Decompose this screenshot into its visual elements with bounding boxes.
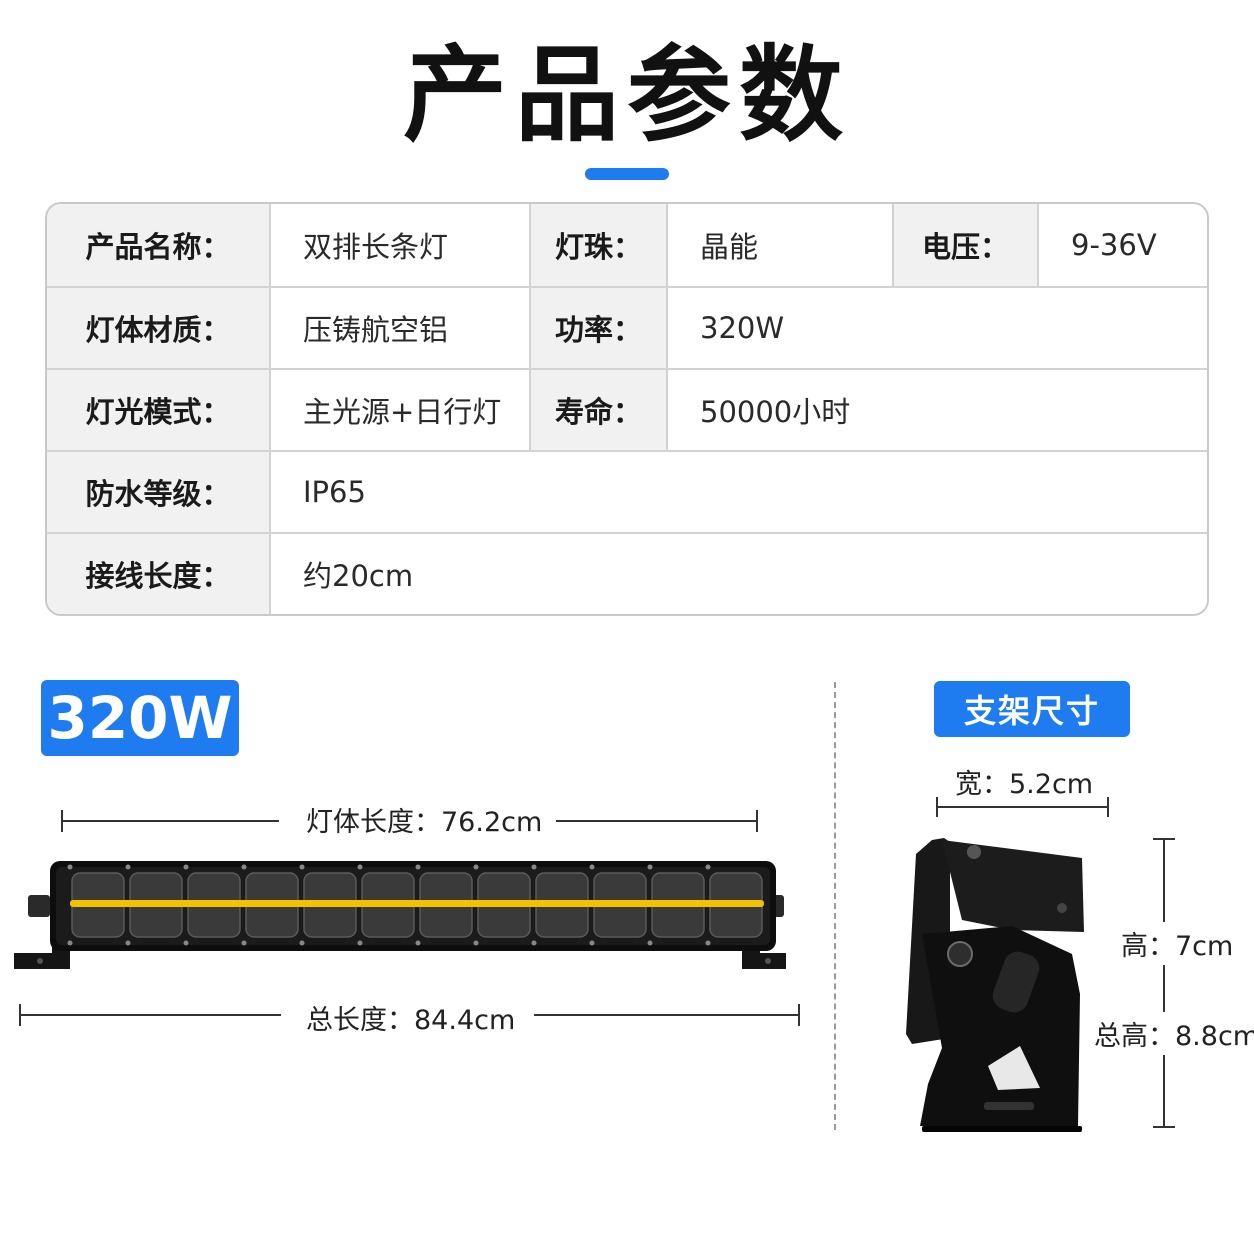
dim-line-body-right <box>556 820 758 822</box>
body-length-label: 灯体长度：76.2cm <box>306 807 543 838</box>
led-light-bar-image <box>14 861 786 969</box>
value-material: 压铸航空铝 <box>271 288 531 370</box>
value-power: 320W <box>668 288 1207 370</box>
value-lifespan: 50000小时 <box>668 370 1207 452</box>
spec-table: 产品名称： 双排长条灯 灯珠： 晶能 电压： 9-36V 灯体材质： 压铸航空铝… <box>45 202 1209 616</box>
value-led-chip: 晶能 <box>668 204 894 288</box>
height-tick-bottom <box>1153 1126 1175 1128</box>
total-length-label: 总长度：84.4cm <box>306 1005 516 1036</box>
mounting-bracket-image <box>906 838 1084 1132</box>
value-wire-length: 约20cm <box>271 534 1207 614</box>
value-waterproof: IP65 <box>271 452 1207 534</box>
label-product-name: 产品名称： <box>47 204 271 288</box>
value-product-name: 双排长条灯 <box>271 204 531 288</box>
label-voltage: 电压： <box>894 204 1039 288</box>
bracket-total-height-label: 总高：8.8cm <box>1094 1012 1254 1055</box>
height-dim-line <box>1163 838 1165 1128</box>
label-light-mode: 灯光模式： <box>47 370 271 452</box>
label-power: 功率： <box>531 288 668 370</box>
dim-tick-right <box>756 810 758 832</box>
height-tick-top <box>1153 838 1175 840</box>
label-waterproof: 防水等级： <box>47 452 271 534</box>
page-title: 产品参数 <box>402 34 851 156</box>
dim-line-total-left <box>19 1014 281 1016</box>
bracket-width-label: 宽：5.2cm <box>955 769 1094 800</box>
width-tick-right <box>1107 797 1109 817</box>
label-led-chip: 灯珠： <box>531 204 668 288</box>
power-badge: 320W <box>41 680 239 756</box>
title-underline <box>585 168 669 180</box>
value-light-mode: 主光源+日行灯 <box>271 370 531 452</box>
value-voltage: 9-36V <box>1039 204 1207 288</box>
section-divider <box>834 682 836 1130</box>
dim-line-total-right <box>534 1014 800 1016</box>
bracket-height-label: 高：7cm <box>1121 922 1234 965</box>
label-lifespan: 寿命： <box>531 370 668 452</box>
bracket-size-badge: 支架尺寸 <box>934 681 1130 737</box>
label-material: 灯体材质： <box>47 288 271 370</box>
label-wire-length: 接线长度： <box>47 534 271 614</box>
width-dim-line <box>936 806 1108 808</box>
total-tick-right <box>798 1004 800 1026</box>
dim-line-body-left <box>61 820 279 822</box>
